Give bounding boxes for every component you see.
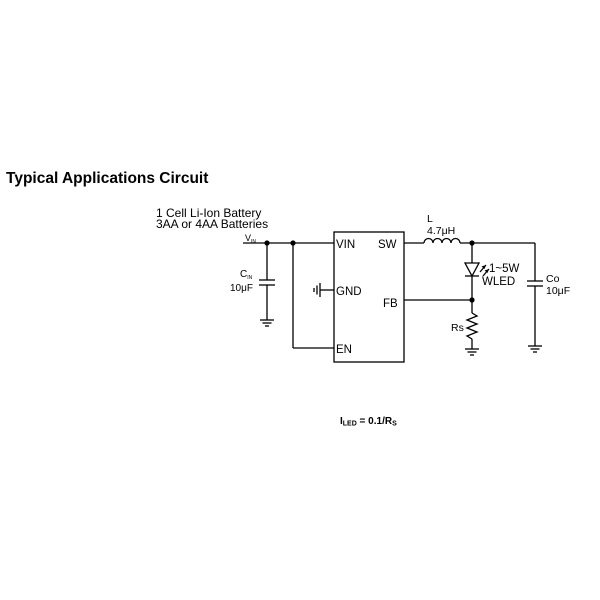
pin-fb: FB: [383, 298, 398, 310]
cin-ground-icon: [260, 319, 274, 327]
rs-label: Rs: [451, 322, 464, 334]
vin-label: VIN: [245, 233, 256, 245]
page-title: Typical Applications Circuit: [6, 170, 209, 187]
battery-label-line1: 1 Cell Li-Ion Battery: [156, 206, 261, 220]
cin-name: CIN: [240, 269, 253, 281]
cin-value: 10μF: [230, 283, 253, 294]
battery-label-line2: 3AA or 4AA Batteries: [156, 217, 268, 231]
inductor: [423, 237, 461, 244]
rs-ground-icon: [465, 348, 479, 356]
led-name: WLED: [482, 276, 515, 288]
pin-sw: SW: [378, 239, 397, 251]
en-wire: [292, 243, 334, 349]
inductor-name: L: [427, 213, 433, 225]
vin-rail: [243, 240, 334, 246]
pin-gnd: GND: [336, 286, 362, 298]
inductor-value: 4.7μH: [427, 225, 455, 237]
output-capacitor: [527, 243, 543, 346]
wled-diode-icon: [463, 243, 490, 300]
pin-en: EN: [336, 344, 352, 356]
iled-formula: ILED = 0.1/RS: [340, 416, 397, 428]
output-rail: [460, 240, 535, 246]
co-ground-icon: [528, 345, 542, 353]
sense-resistor: [465, 300, 479, 349]
co-name: Co: [546, 273, 560, 285]
ic-ground-icon: [313, 283, 334, 297]
input-capacitor: [259, 243, 275, 320]
led-power: 1~5W: [489, 263, 520, 275]
pin-vin: VIN: [336, 239, 355, 251]
ic-body: [333, 231, 405, 363]
co-value: 10μF: [546, 285, 570, 297]
fb-wire: [404, 297, 475, 303]
